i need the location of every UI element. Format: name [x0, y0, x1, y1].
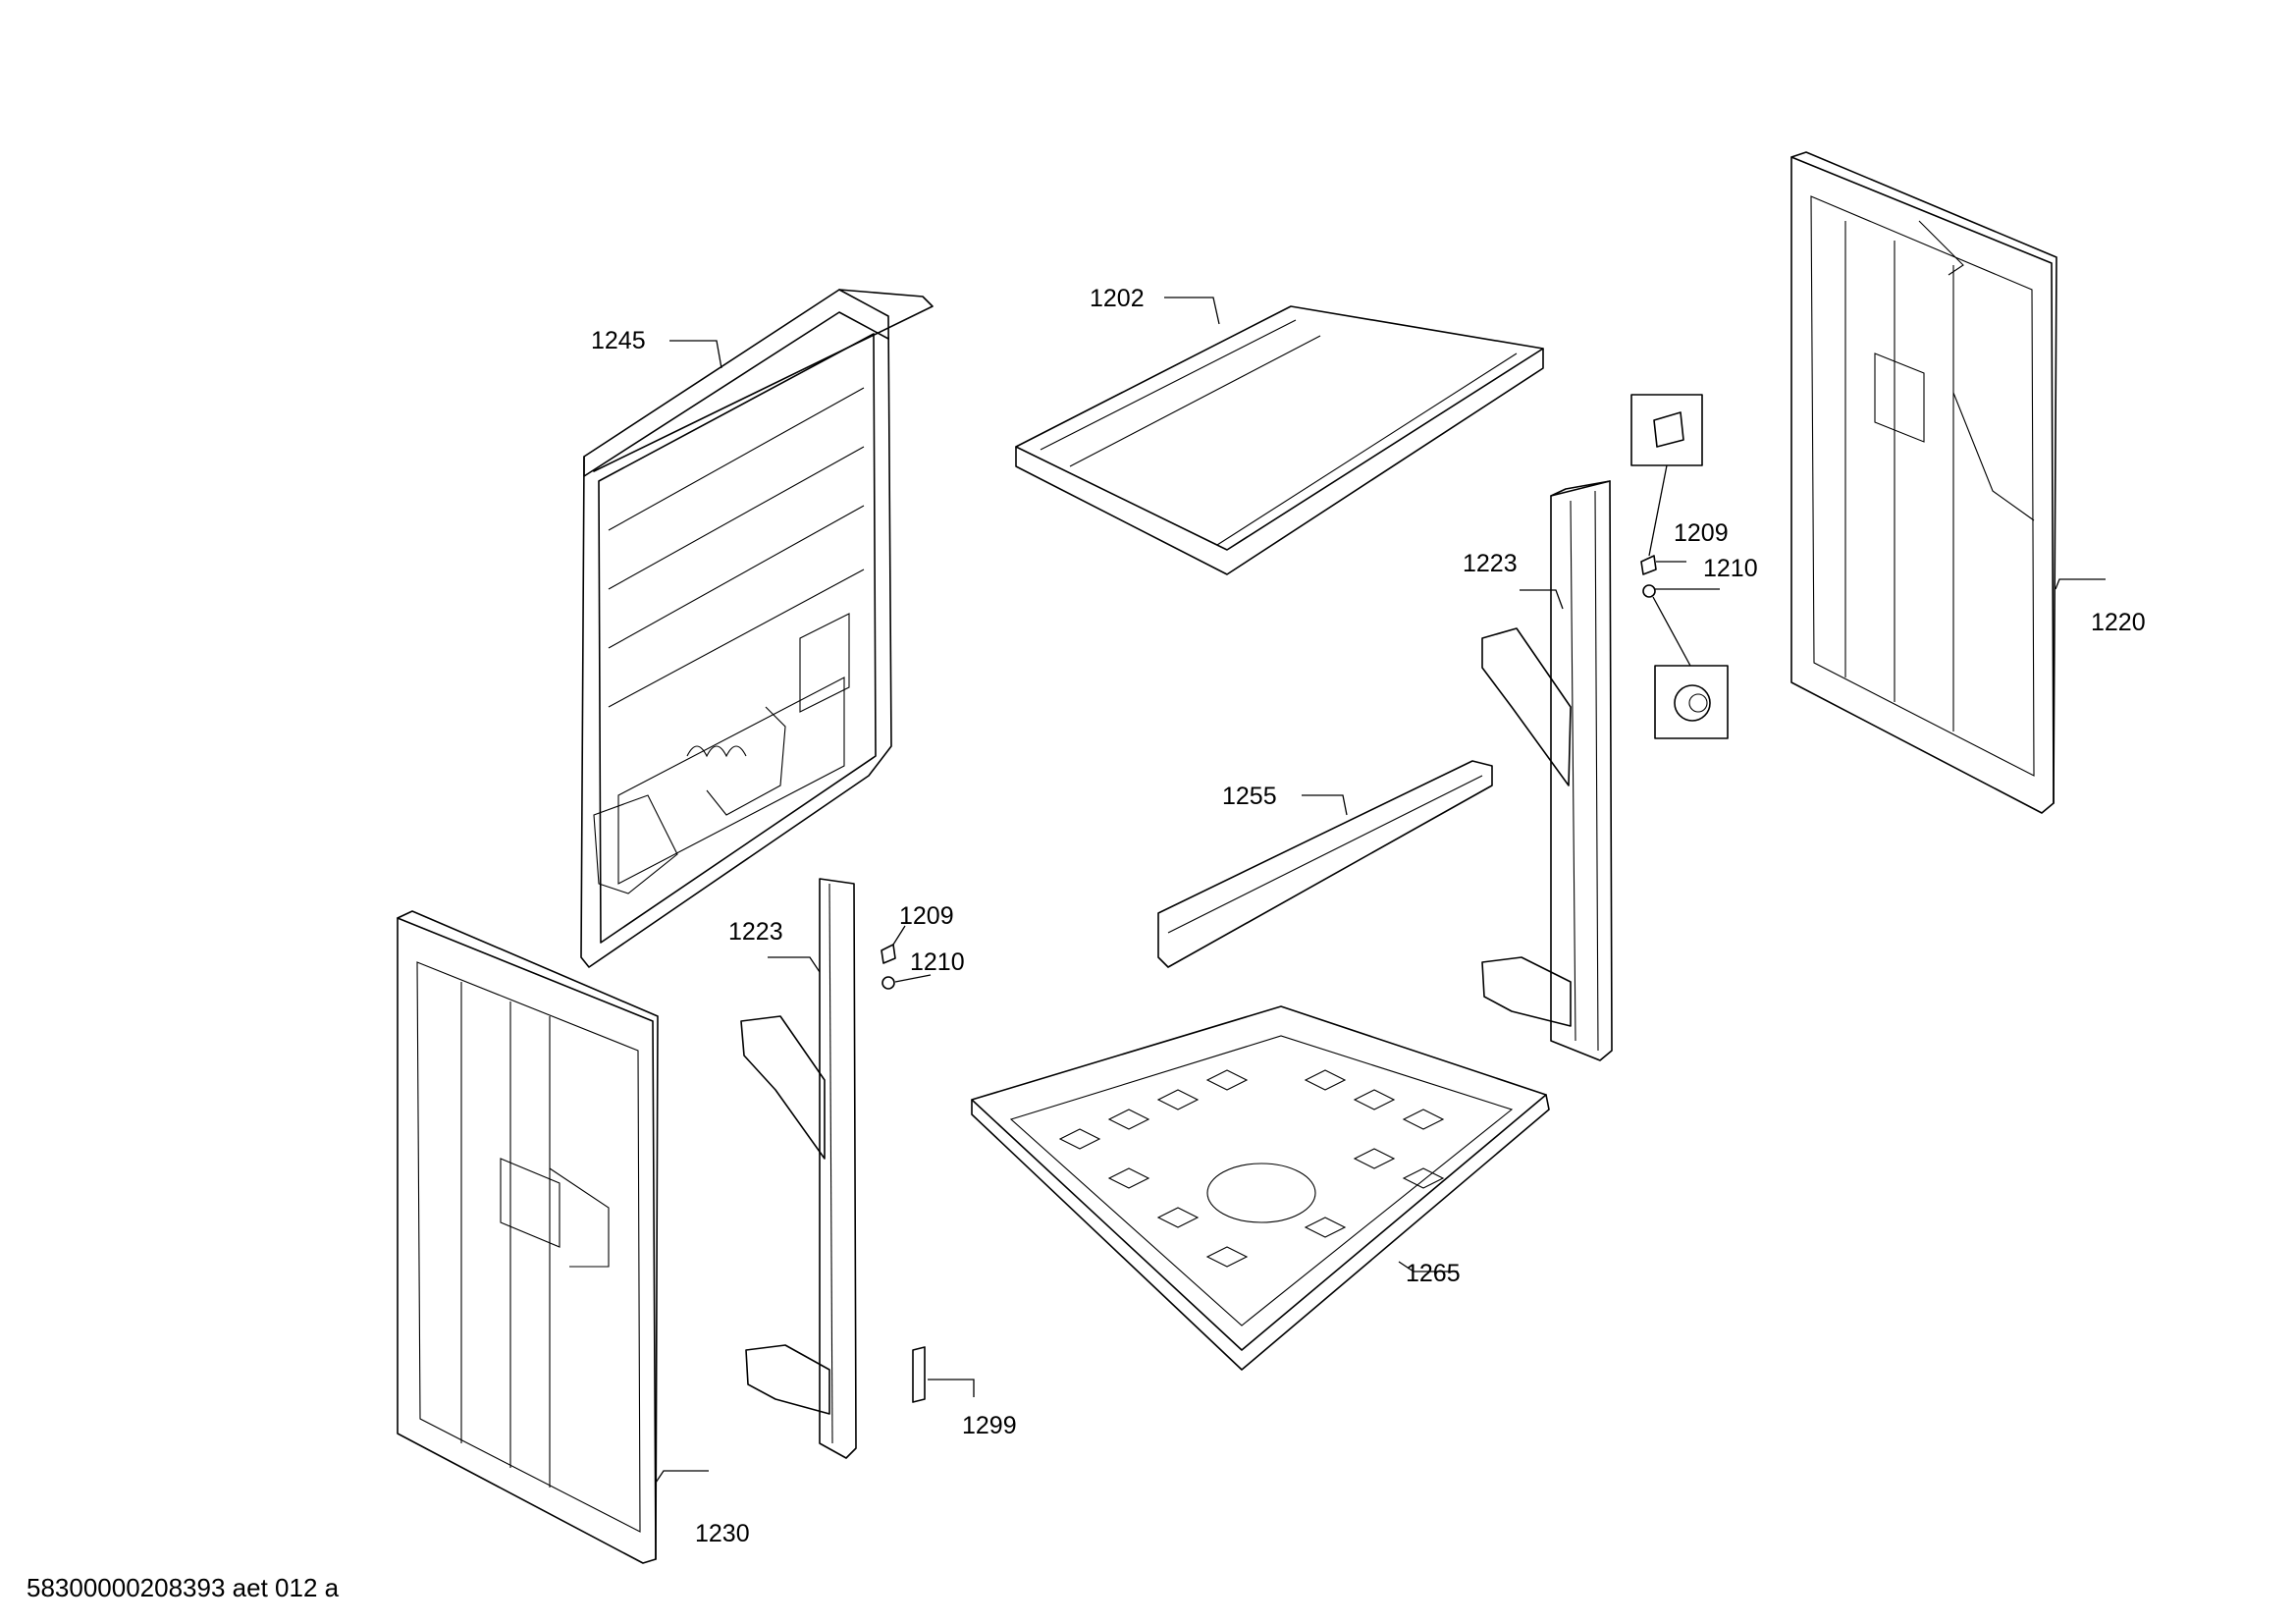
part-1223-left-rail[interactable]: [740, 878, 857, 1459]
label-1230: 1230: [695, 1520, 750, 1547]
label-1209-left: 1209: [899, 902, 954, 930]
part-1299-strip[interactable]: [912, 1346, 926, 1403]
part-1223-right-rail[interactable]: [1481, 480, 1613, 1061]
part-1209-clip-left[interactable]: [881, 944, 896, 964]
part-1230-left-side-panel[interactable]: [397, 910, 659, 1564]
label-1202: 1202: [1090, 285, 1145, 312]
part-1220-right-side-panel[interactable]: [1790, 151, 2057, 814]
label-1255: 1255: [1222, 783, 1277, 810]
leader-lines: [655, 297, 2106, 1484]
label-1223-right: 1223: [1463, 550, 1518, 577]
part-1255-trim-bar[interactable]: [1157, 760, 1493, 968]
detail-inset-1209: [1630, 394, 1703, 557]
label-1209-right: 1209: [1674, 519, 1729, 547]
label-1223-left: 1223: [728, 918, 783, 946]
drawing-number: 58300000208393 aet 012 a: [27, 1573, 340, 1602]
part-1210-nut-right[interactable]: [1642, 584, 1656, 598]
part-1202-top-cover[interactable]: [1015, 305, 1544, 575]
label-1299: 1299: [962, 1412, 1017, 1439]
tray-hex-pattern: [1058, 1069, 1445, 1268]
part-1265-bottom-tray[interactable]: [971, 1005, 1550, 1371]
label-1220: 1220: [2091, 609, 2146, 636]
part-1210-nut-left[interactable]: [881, 976, 895, 990]
label-1265: 1265: [1406, 1260, 1461, 1287]
part-1245-rear-panel[interactable]: [580, 289, 934, 968]
detail-inset-1210: [1652, 596, 1729, 739]
label-1210-left: 1210: [910, 948, 965, 976]
label-1245: 1245: [591, 327, 646, 354]
part-1209-clip-right[interactable]: [1640, 555, 1657, 575]
label-1210-right: 1210: [1703, 555, 1758, 582]
